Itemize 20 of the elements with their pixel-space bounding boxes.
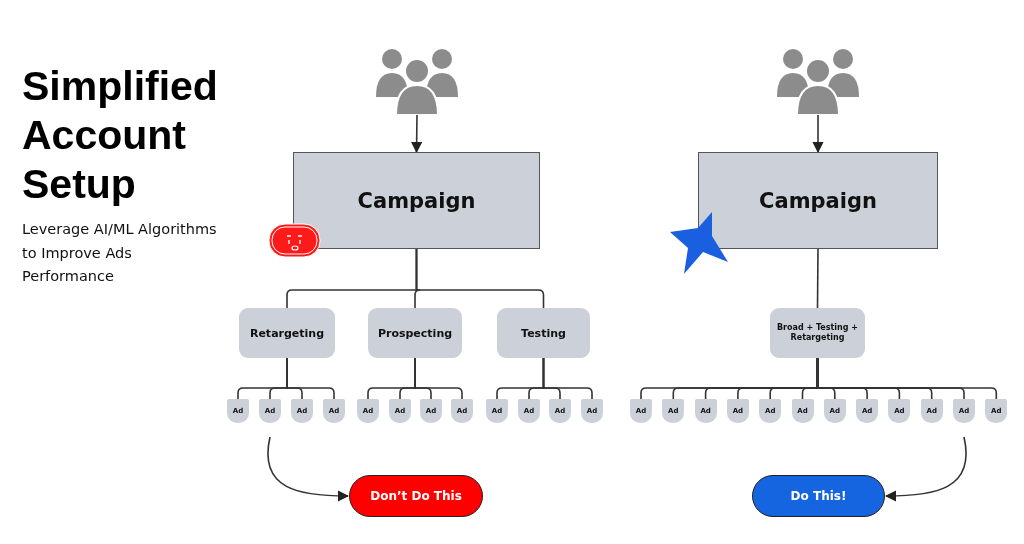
pill-label: Don’t Do This	[349, 475, 483, 517]
arrow	[267, 436, 350, 502]
connector-line	[415, 248, 545, 309]
arrow	[884, 436, 967, 502]
arrow	[411, 114, 423, 154]
connector-line	[542, 357, 593, 400]
connector-line	[286, 357, 335, 400]
campaign-box: Campaign	[698, 152, 938, 249]
connector-line	[816, 248, 819, 309]
ad-set-box: Broad + Testing + Retargeting	[770, 308, 865, 358]
ad-set-box: Testing	[497, 308, 590, 358]
subtitle: Leverage AI/ML Algorithms to Improve Ads Performance	[22, 220, 218, 286]
ad-set-box: Prospecting	[368, 308, 462, 358]
connector-line	[816, 357, 998, 400]
title: Simplified Account Setup	[22, 62, 219, 209]
campaign-box: Campaign	[293, 152, 540, 249]
arrow	[812, 114, 824, 154]
connector-line	[414, 357, 463, 400]
pill-label: Do This!	[752, 475, 885, 517]
ad-set-box: Retargeting	[239, 308, 335, 358]
